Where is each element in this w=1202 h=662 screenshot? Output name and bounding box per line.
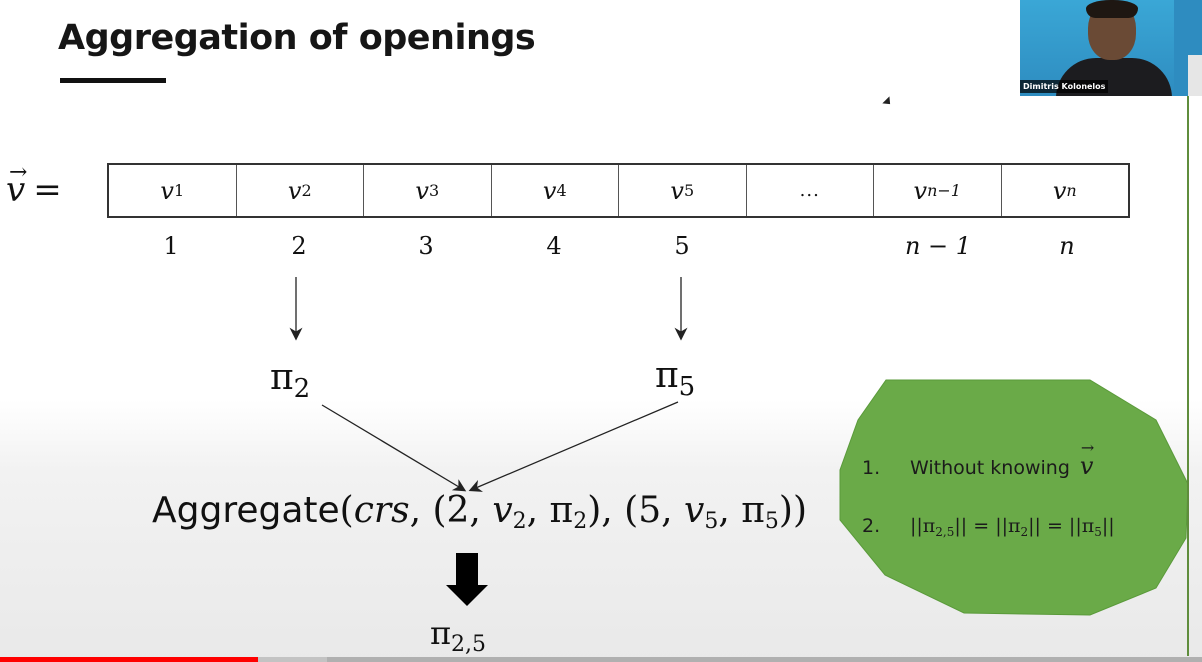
presenter-name-tag: Dimitris Kolonelos [1020,80,1109,93]
video-progress-bar[interactable] [0,657,1202,662]
slide-title: Aggregation of openings [58,18,536,58]
bold-down-arrow [446,553,488,606]
proof-pi2: π2 [270,357,311,404]
vector-label: →v= [6,160,62,210]
slide-right-border [1187,96,1189,656]
vector-arrow: → [9,160,28,185]
property-item-2: 2.||π2,5|| = ||π2|| = ||π5|| [862,515,1115,539]
index-label: 2 [291,232,307,260]
index-label: 5 [674,232,690,260]
equals-sign: = [33,170,62,210]
webcam-edge [1174,0,1202,96]
index-label: 4 [546,232,562,260]
index-label: 1 [163,232,179,260]
title-underline [60,78,166,83]
aggregate-expression: Aggregate(crs, (2, v2, π2), (5, v5, π5)) [152,490,807,534]
property-item-1: 1.Without knowing→v [862,438,1095,480]
arrow-pi2-to-aggregate [321,404,467,492]
presenter-webcam[interactable]: Dimitris Kolonelos [1020,0,1174,96]
proof-pi5: π5 [655,355,696,402]
properties-octagon [839,379,1189,616]
arrow-pi5-to-aggregate [468,401,679,492]
index-label: n − 1 [904,232,972,260]
presenter-hair [1086,0,1138,18]
result-pi25: π2,5 [430,614,487,657]
vector-cell-ellipsis: ... [747,165,874,216]
index-label: 3 [418,232,434,260]
vector-symbol: v [6,170,26,210]
video-progress-played [0,657,259,662]
index-label: n [1059,232,1075,260]
